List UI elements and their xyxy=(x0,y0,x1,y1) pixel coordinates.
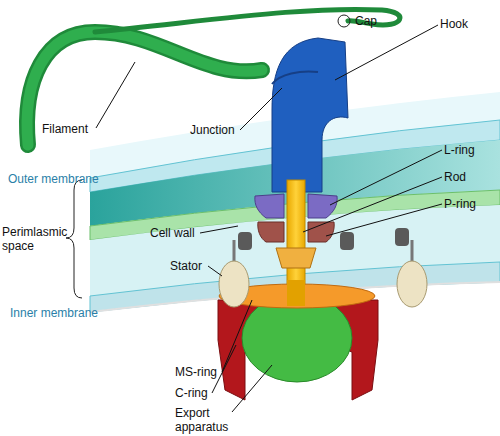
part-label: Cap xyxy=(355,14,377,28)
part-label: Outer membrane xyxy=(8,172,99,186)
part-label: Inner membrane xyxy=(10,306,98,320)
part-label: Junction xyxy=(190,123,235,137)
part-label: Perimlasmic space xyxy=(2,225,68,253)
stator xyxy=(219,261,249,307)
part-label: MS-ring xyxy=(175,365,217,379)
rod-collar xyxy=(276,248,316,268)
filament xyxy=(27,32,262,145)
l-ring-left xyxy=(255,194,284,218)
part-label: C-ring xyxy=(175,386,208,400)
stator-spike xyxy=(233,240,236,262)
leader-line xyxy=(335,25,438,80)
leader-line xyxy=(222,300,252,372)
cap-circle xyxy=(338,15,350,27)
part-label: L-ring xyxy=(444,143,475,157)
p-ring-left xyxy=(258,222,284,242)
part-label: Stator xyxy=(170,259,202,273)
part-label: P-ring xyxy=(444,197,476,211)
stator xyxy=(397,261,427,307)
part-label: Export apparatus xyxy=(175,406,235,434)
dark-part xyxy=(238,232,252,250)
leader-line xyxy=(330,150,442,205)
bracket xyxy=(66,180,82,298)
part-label: Cell wall xyxy=(150,226,195,240)
leader-line xyxy=(303,177,442,232)
dark-part xyxy=(340,232,354,250)
filament-inner xyxy=(27,32,262,145)
part-label: Rod xyxy=(444,170,466,184)
dark-part xyxy=(395,228,409,246)
part-label: Filament xyxy=(42,122,88,136)
l-ring-right xyxy=(308,194,337,218)
filament-tip xyxy=(95,9,400,32)
rod-base xyxy=(287,280,305,306)
leader-line xyxy=(326,204,442,236)
leader-lines xyxy=(96,25,442,412)
leader-line xyxy=(240,88,282,130)
part-label: Hook xyxy=(440,17,468,31)
leader-line xyxy=(208,266,222,276)
leader-line xyxy=(200,226,238,233)
junction-band xyxy=(272,72,318,85)
stator-spike xyxy=(411,240,414,262)
hook xyxy=(272,38,348,192)
leader-line xyxy=(96,62,135,128)
leader-line xyxy=(232,365,272,412)
